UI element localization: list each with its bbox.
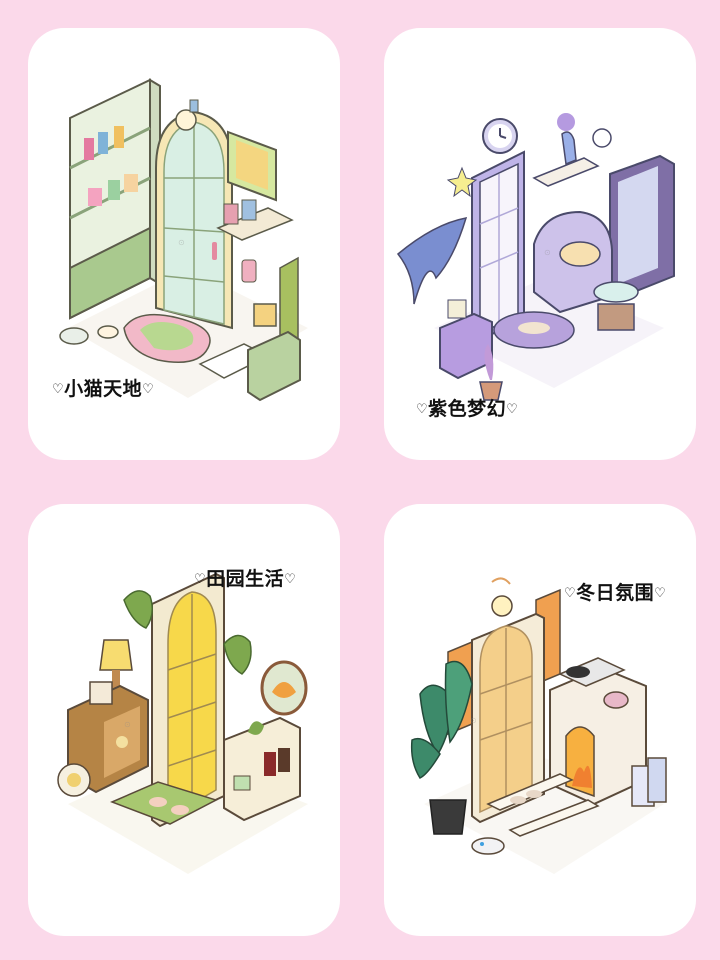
pastoral-room-illustration	[57, 572, 308, 874]
room-title: ♡田园生活♡	[194, 568, 297, 590]
purple-room-illustration	[396, 113, 675, 401]
room-card-winter-vibes[interactable]: ⊙ ♡冬日氛围♡	[384, 504, 696, 936]
room-title: ♡冬日氛围♡	[564, 582, 667, 604]
room-card-purple-dream[interactable]: ⊙ ♡紫色梦幻♡	[384, 28, 696, 460]
room-card-cat-world[interactable]: ⊙ ♡小猫天地♡	[28, 28, 340, 460]
room-card-pastoral-life[interactable]: ⊙ ♡田园生活♡	[28, 504, 340, 936]
watermark-text: ⊙	[470, 716, 477, 725]
cat-room-illustration	[59, 78, 308, 402]
watermark-text: ⊙	[544, 248, 551, 257]
winter-room-illustration	[410, 577, 667, 874]
room-title: ♡小猫天地♡	[52, 378, 155, 400]
watermark-text: ⊙	[178, 238, 185, 247]
room-title: ♡紫色梦幻♡	[416, 398, 519, 420]
watermark-text: ⊙	[124, 720, 131, 729]
